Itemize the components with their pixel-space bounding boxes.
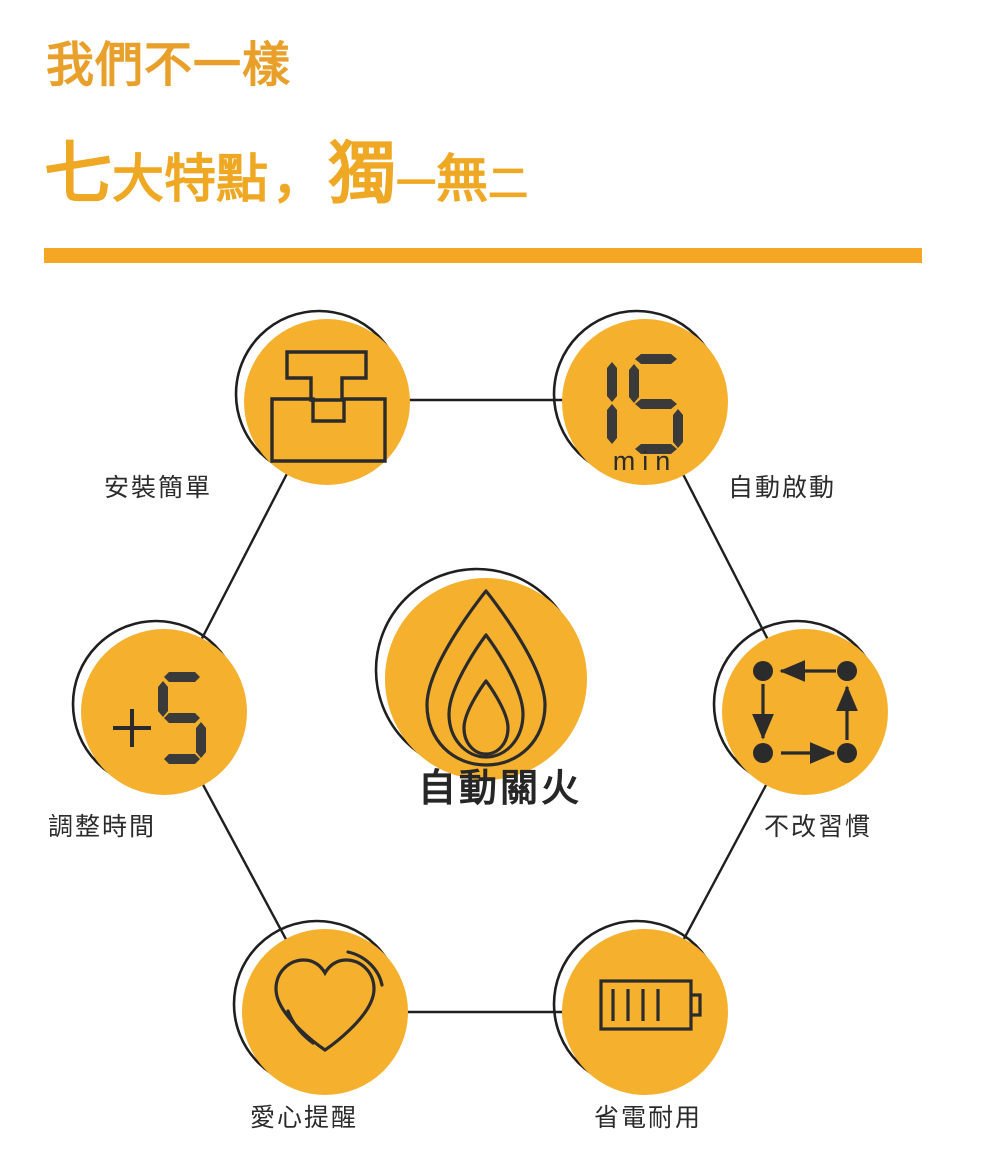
- node-no-habit-change[interactable]: [712, 619, 888, 795]
- battery-icon: [599, 979, 702, 1031]
- puzzle-install-icon: [270, 350, 387, 463]
- flame-icon: [425, 589, 547, 767]
- timer-15-min-icon: [607, 354, 683, 454]
- node-label-install: 安裝簡單: [104, 474, 213, 502]
- header-divider-bar: [44, 248, 922, 263]
- node-label-autostart: 自動啟動: [728, 474, 837, 502]
- plus-five-icon: [113, 672, 206, 764]
- node-fill-circle: [562, 929, 728, 1095]
- headline-part: 大特點: [112, 152, 269, 209]
- node-fill-circle: [385, 578, 587, 780]
- node-caring-reminder[interactable]: [232, 919, 408, 1095]
- node-label-auto-flame-shutoff: 自動關火: [417, 768, 582, 810]
- node-fill-circle: [242, 929, 408, 1095]
- headline-secondary: 七大特點，獨一無二: [44, 140, 528, 208]
- node-label-adjust-time: 調整時間: [48, 813, 157, 841]
- heart-icon: [274, 950, 384, 1052]
- headline-part: 獨: [328, 136, 397, 212]
- cycle-arrows-icon: [752, 660, 858, 764]
- headline-part: 無: [436, 152, 489, 209]
- node-power-saving[interactable]: [552, 919, 728, 1095]
- node-autostart[interactable]: min: [552, 309, 728, 485]
- node-label-power-saving: 省電耐用: [594, 1104, 703, 1132]
- header-section: 我們不一樣 七大特點，獨一無二: [0, 0, 1000, 280]
- node-label-caring-reminder: 愛心提醒: [250, 1104, 359, 1132]
- timer-unit-label: min: [613, 446, 678, 476]
- node-label-no-habit-change: 不改習慣: [764, 813, 873, 841]
- hexagon-diagram-canvas: min: [71, 309, 888, 1095]
- headline-part: ，: [272, 152, 325, 209]
- node-auto-flame-shutoff[interactable]: [374, 567, 587, 780]
- headline-part: 一: [396, 161, 437, 206]
- headline-primary: 我們不一樣: [46, 39, 292, 92]
- headline-part: 二: [488, 161, 529, 206]
- node-install[interactable]: [234, 309, 410, 485]
- node-adjust-time[interactable]: [71, 619, 247, 795]
- feature-hexagon-diagram: min: [0, 280, 1000, 1162]
- headline-part: 七: [44, 136, 113, 212]
